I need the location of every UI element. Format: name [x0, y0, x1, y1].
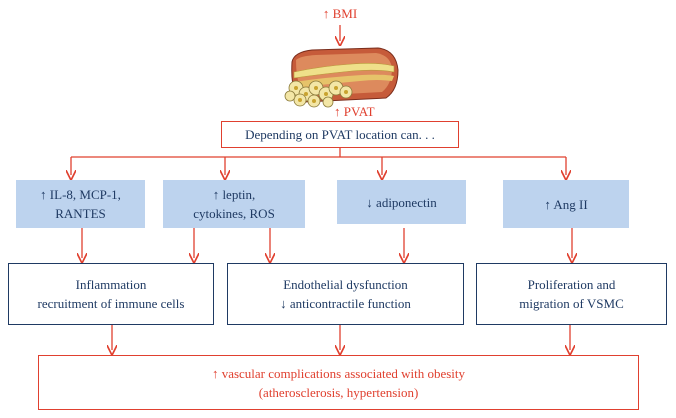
outcome-box: ↑ vascular complications associated with…: [38, 355, 639, 410]
adipose-tissue-illustration: [284, 47, 399, 108]
effect-box-inflammation: Inflammation recruitment of immune cells: [8, 263, 214, 325]
effect-box-endothelial: Endothelial dysfunction ↓ anticontractil…: [227, 263, 464, 325]
pvat-label: ↑ PVAT: [334, 104, 375, 119]
factor-box-ang: ↑ Ang II: [503, 180, 629, 228]
effect-box-proliferation: Proliferation and migration of VSMC: [476, 263, 667, 325]
factor-ang-text: ↑ Ang II: [544, 196, 588, 212]
factor-box-leptin: ↑ leptin, cytokines, ROS: [163, 180, 305, 228]
bmi-label: ↑ BMI: [322, 6, 358, 21]
outcome-line2: (atherosclerosis, hypertension): [258, 384, 419, 400]
depending-text: Depending on PVAT location can. . .: [245, 127, 435, 142]
effect-inflammation-text: Inflammation recruitment of immune cells: [37, 277, 185, 311]
outcome-line1: ↑ vascular complications associated with…: [211, 365, 466, 381]
factor-box-adiponectin: ↓ adiponectin: [337, 180, 466, 224]
factor-adiponectin-text: ↓ adiponectin: [366, 194, 437, 210]
factor-box-il8: ↑ IL-8, MCP-1, RANTES: [16, 180, 145, 228]
effect-endothelial-text: Endothelial dysfunction ↓ anticontractil…: [280, 277, 411, 311]
depending-on-location-box: Depending on PVAT location can. . .: [221, 121, 459, 148]
effect-proliferation-text: Proliferation and migration of VSMC: [519, 277, 624, 311]
factor-il8-text: ↑ IL-8, MCP-1, RANTES: [40, 187, 121, 221]
factor-leptin-text: ↑ leptin, cytokines, ROS: [193, 187, 275, 221]
